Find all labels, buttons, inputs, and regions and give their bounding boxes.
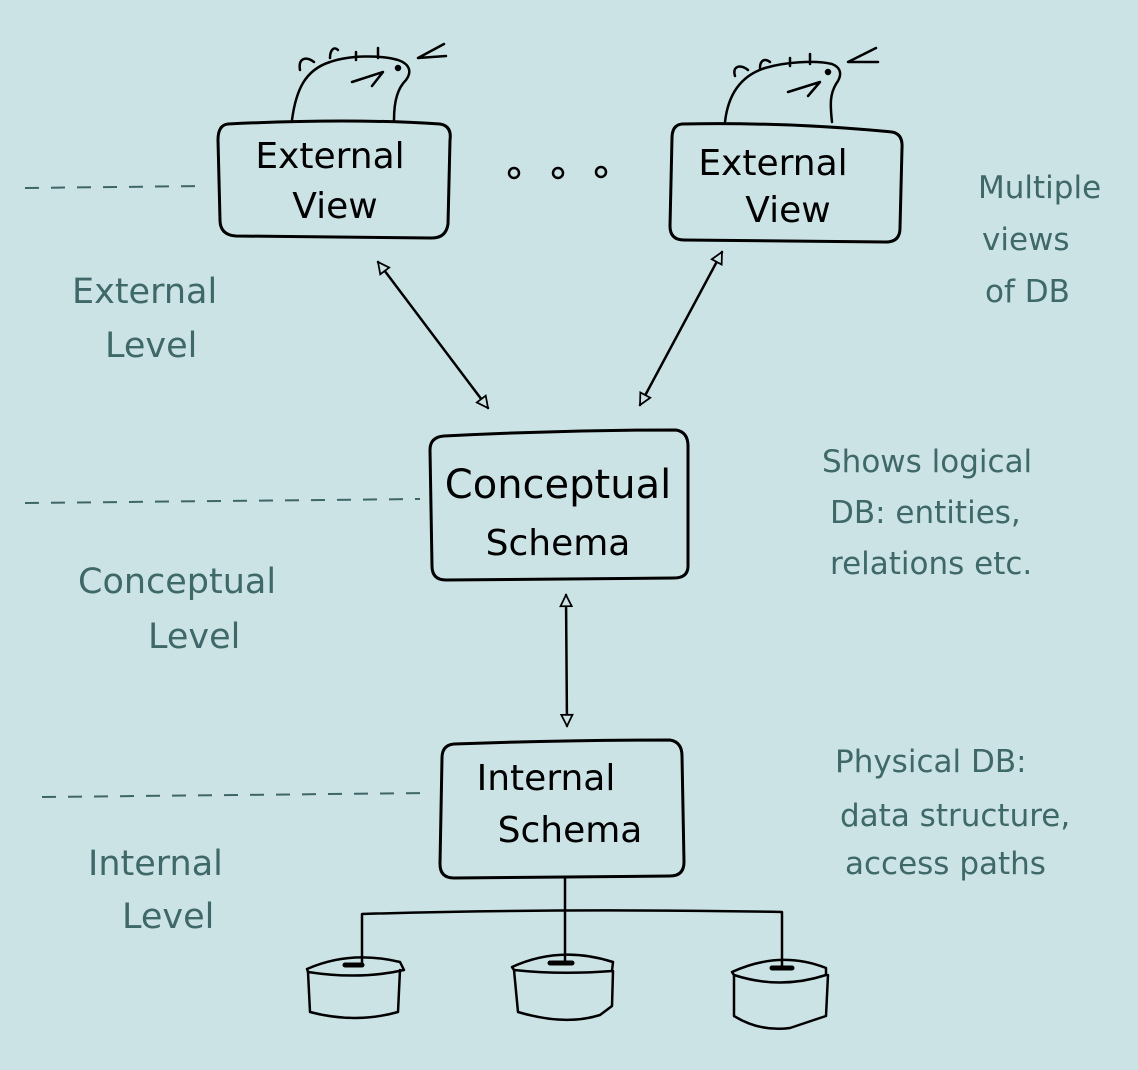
note-internal: Physical DB: — [835, 744, 1027, 780]
external-view-box-2: External View — [668, 122, 904, 244]
box-label: Conceptual — [445, 462, 671, 508]
database-cylinder-icon — [510, 953, 615, 1022]
ellipsis-dots — [507, 165, 608, 180]
level-separator-conceptual — [24, 498, 421, 504]
note-internal: data structure, — [840, 798, 1070, 834]
mapping-arrow-external-2 — [638, 252, 724, 405]
box-label: View — [745, 190, 830, 231]
box-label: Internal — [477, 758, 616, 799]
mouse-icon — [290, 42, 448, 122]
database-cylinder-icon — [730, 958, 830, 1030]
note-external: views — [982, 222, 1070, 258]
note-external: of DB — [985, 274, 1070, 310]
box-label: View — [292, 186, 377, 227]
level-label-internal: Internal — [88, 844, 223, 884]
level-separator-external — [24, 185, 206, 189]
mapping-arrow-internal — [566, 595, 567, 726]
mouse-icon — [723, 46, 880, 124]
level-label-external: Level — [105, 326, 197, 366]
level-label-external: External — [72, 272, 217, 312]
external-view-box-1: External View — [216, 119, 452, 240]
level-separator-internal — [41, 792, 431, 798]
box-label: External — [255, 136, 404, 177]
level-label-conceptual: Conceptual — [78, 562, 276, 602]
level-label-internal: Level — [122, 897, 214, 937]
mapping-arrow-external-1 — [376, 262, 490, 408]
box-label: Schema — [486, 523, 631, 564]
note-conceptual: DB: entities, — [830, 495, 1021, 531]
level-label-conceptual: Level — [148, 617, 240, 657]
note-conceptual: Shows logical — [822, 444, 1032, 480]
storage-connector — [360, 876, 784, 970]
box-label: Schema — [498, 810, 643, 851]
conceptual-schema-box: Conceptual Schema — [428, 428, 690, 582]
note-conceptual: relations etc. — [830, 546, 1032, 582]
internal-schema-box: Internal Schema — [438, 738, 686, 880]
database-cylinder-icon — [305, 956, 406, 1020]
box-label: External — [698, 143, 847, 184]
note-external: Multiple — [978, 170, 1101, 206]
note-internal: access paths — [845, 846, 1046, 882]
